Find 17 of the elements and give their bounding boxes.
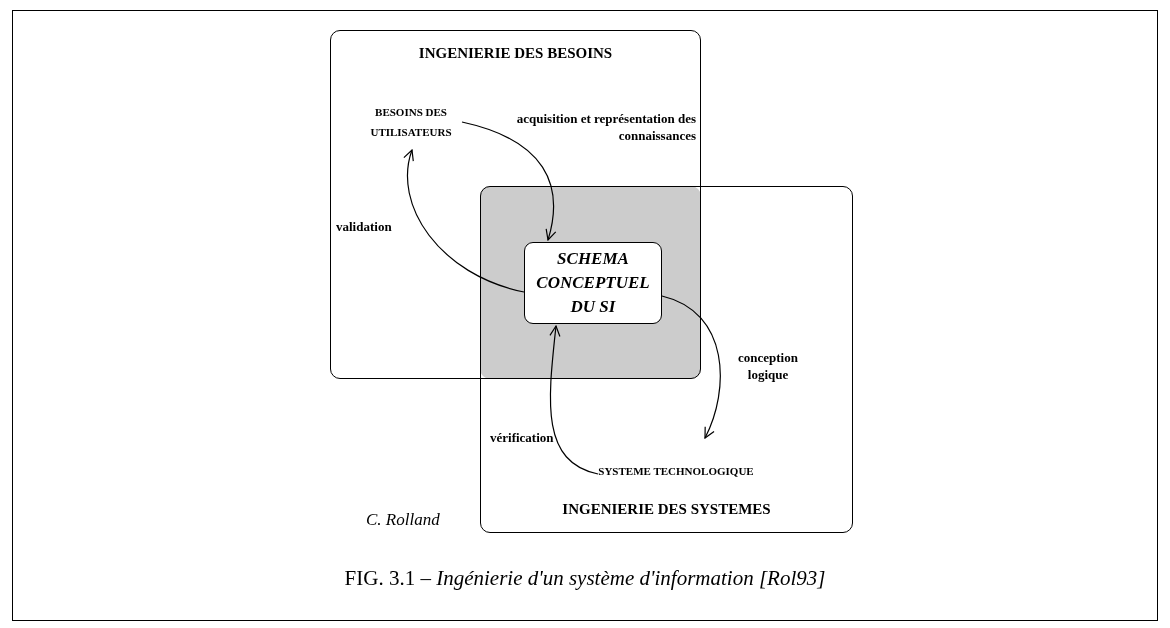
node-text: BESOINS DES UTILISATEURS — [351, 97, 471, 147]
arrow — [549, 325, 599, 475]
arrow — [661, 295, 721, 439]
box-heading: INGENIERIE DES BESOINS — [417, 45, 614, 62]
author-note: C. Rolland — [366, 510, 440, 530]
box-heading: INGENIERIE DES SYSTEMES — [561, 501, 772, 518]
node-text: SYSTEME TECHNOLOGIQUE — [596, 441, 756, 501]
edge-label: acquisition et représentation des connaissances — [515, 110, 696, 144]
domain-box — [480, 186, 853, 533]
edge-label: conception logique — [737, 349, 799, 383]
arrow — [404, 149, 525, 293]
domain-box — [330, 30, 701, 379]
process-box: SCHEMA CONCEPTUEL DU SI — [524, 242, 662, 324]
edge-label: validation — [336, 218, 393, 235]
edge-label: vérification — [490, 429, 555, 446]
figure-caption: FIG. 3.1 – Ingénierie d'un système d'information [Rol93] — [343, 566, 827, 591]
arrow — [461, 121, 556, 241]
